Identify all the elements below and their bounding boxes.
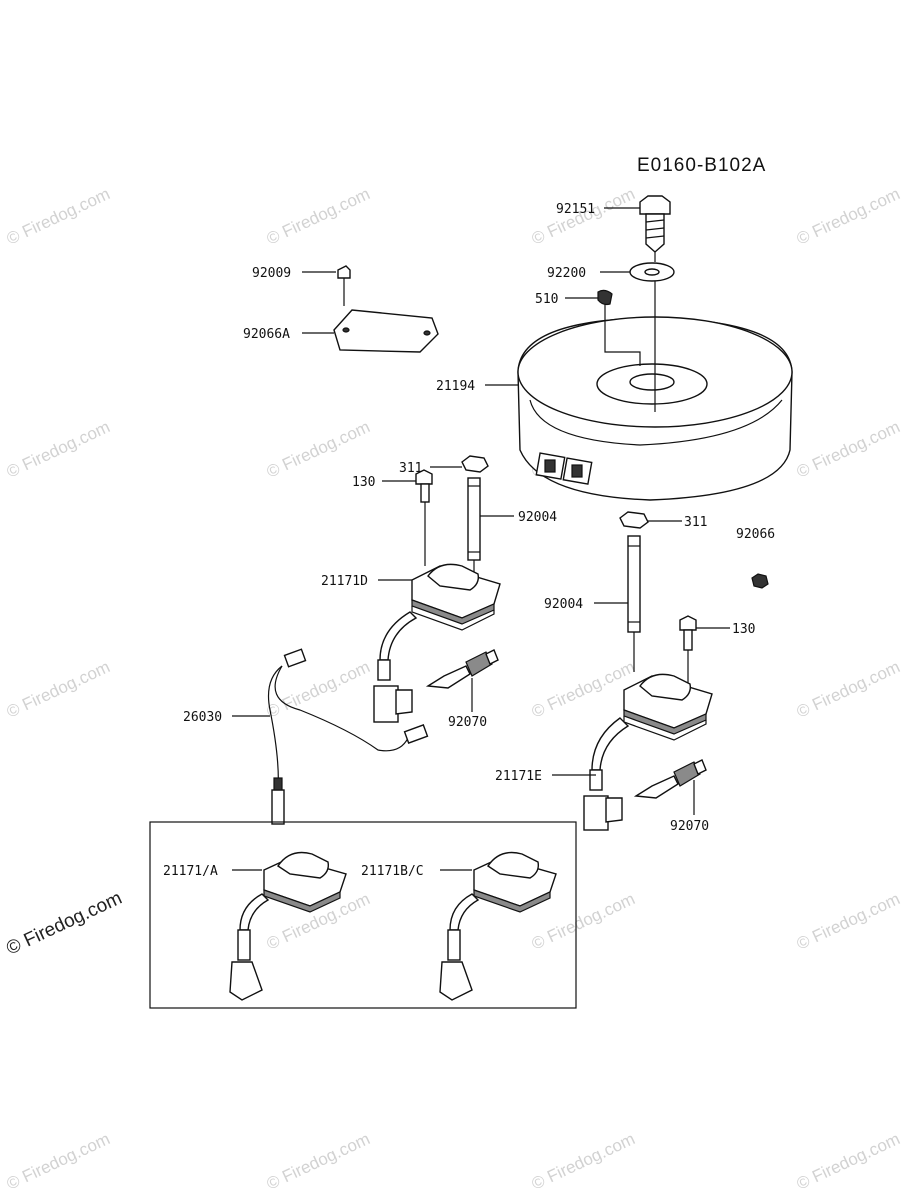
watermark: © Firedog.com — [529, 657, 638, 721]
assembly-line — [604, 304, 641, 366]
label-21171D: 21171D — [321, 574, 368, 589]
label-311-left: 311 — [399, 461, 422, 476]
label-92009: 92009 — [252, 266, 291, 281]
watermark: © Firedog.com — [794, 889, 903, 953]
spark-plug-92070-left — [425, 649, 499, 689]
coil-21171A — [229, 851, 347, 1001]
label-92004-right: 92004 — [544, 597, 583, 612]
watermark: © Firedog.com — [264, 417, 373, 481]
bolt-130-left — [415, 469, 433, 485]
cover-plate-92066A — [333, 309, 439, 353]
label-92004-left: 92004 — [518, 510, 557, 525]
part-labels: 92151 92200 510 92009 92066A 21194 311 1… — [163, 202, 775, 879]
nut-311-left — [461, 455, 489, 473]
label-92070-left: 92070 — [448, 715, 487, 730]
watermark: © Firedog.com — [794, 184, 903, 248]
plug-cap-right — [583, 795, 609, 831]
watermark: © Firedog.com — [794, 417, 903, 481]
stud-92004-right — [627, 535, 641, 633]
watermark-layer: © Firedog.com © Firedog.com © Firedog.co… — [3, 184, 903, 1193]
label-92070-right: 92070 — [670, 819, 709, 834]
screw-92009 — [337, 265, 351, 279]
flywheel-group — [517, 195, 793, 501]
watermark: © Firedog.com — [264, 1129, 373, 1193]
watermark: © Firedog.com — [794, 1129, 903, 1193]
nut-311-right — [619, 511, 649, 529]
label-21194: 21194 — [436, 379, 475, 394]
diagram-code: E0160-B102A — [637, 155, 766, 176]
label-92066A: 92066A — [243, 327, 290, 342]
label-130-left: 130 — [352, 475, 375, 490]
ht-lead-right — [591, 717, 630, 771]
right-coil-group — [583, 511, 769, 831]
bolt-130-right — [679, 615, 697, 631]
label-92151: 92151 — [556, 202, 595, 217]
alternate-coil-inset — [149, 821, 577, 1009]
nut-92066 — [751, 573, 769, 589]
plug-cap-left — [373, 685, 399, 723]
label-21171A: 21171/A — [163, 864, 218, 879]
watermark: © Firedog.com — [4, 417, 113, 481]
lead-wire-26030 — [267, 648, 429, 825]
bolt-92151 — [639, 195, 671, 253]
cover-plate-group — [333, 265, 439, 353]
label-130-right: 130 — [732, 622, 755, 637]
label-92066: 92066 — [736, 527, 775, 542]
spark-plug-92070-right — [633, 759, 707, 799]
inset-frame — [149, 821, 577, 1009]
label-26030: 26030 — [183, 710, 222, 725]
washer-92200 — [629, 262, 675, 282]
watermark: © Firedog.com — [4, 1129, 113, 1193]
watermark-dark: © Firedog.com — [3, 888, 125, 960]
watermark: © Firedog.com — [4, 184, 113, 248]
label-510: 510 — [535, 292, 558, 307]
watermark: © Firedog.com — [794, 657, 903, 721]
label-92200: 92200 — [547, 266, 586, 281]
label-21171BC: 21171B/C — [361, 864, 424, 879]
left-coil-group — [373, 455, 501, 723]
watermark: © Firedog.com — [529, 1129, 638, 1193]
watermark: © Firedog.com — [4, 657, 113, 721]
leader-lines — [232, 207, 730, 871]
ht-lead-left — [379, 611, 418, 661]
stud-92004-left — [467, 477, 481, 561]
key-510 — [597, 289, 613, 306]
watermark: © Firedog.com — [264, 184, 373, 248]
coil-21171BC — [439, 851, 557, 1001]
label-311-right: 311 — [684, 515, 707, 530]
label-21171E: 21171E — [495, 769, 542, 784]
